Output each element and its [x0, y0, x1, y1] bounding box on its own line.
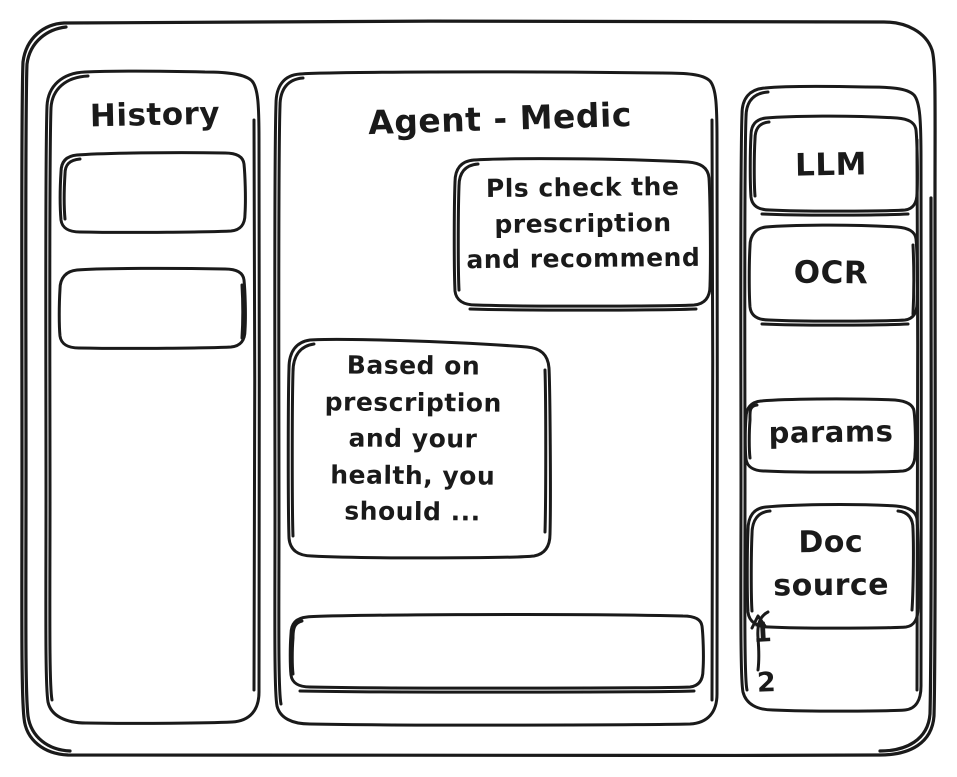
doc-source-outline [745, 502, 920, 630]
doc-source-connector-arrow [750, 610, 770, 672]
composer-input-outline [288, 612, 705, 694]
tools-panel [740, 86, 922, 712]
window-frame [20, 19, 937, 758]
params-tool-outline [743, 397, 917, 474]
agent-panel [274, 71, 718, 726]
history-item-1-outline [58, 151, 247, 234]
assistant-message-bubble-outline [286, 337, 552, 560]
history-panel [45, 71, 260, 724]
agent-panel-outline [273, 70, 719, 727]
user-message-bubble-outline [452, 157, 712, 312]
history-item-2-outline [57, 266, 247, 350]
ocr-tool-outline [747, 223, 919, 327]
tools-panel-outline [739, 84, 923, 713]
history-panel-outline [44, 69, 261, 725]
llm-tool-outline [748, 114, 919, 217]
